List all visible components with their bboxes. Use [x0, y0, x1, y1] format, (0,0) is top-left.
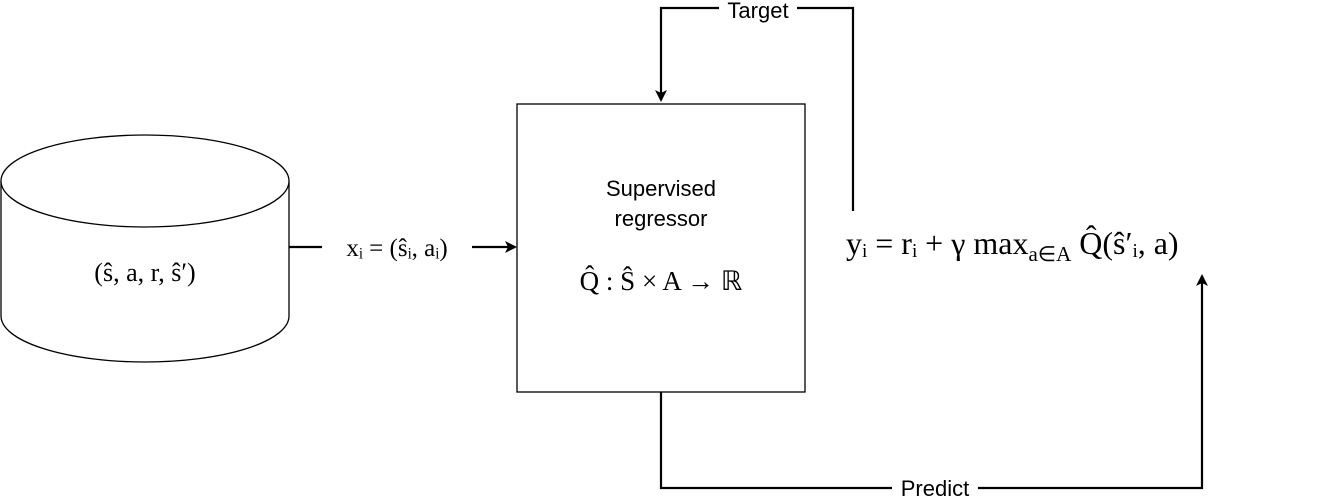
regressor-formula: Q̂ : Ŝ × A → ℝ	[580, 266, 743, 296]
target-formula: yᵢ = rᵢ + γ maxa∈A Q̂(ŝ′ᵢ, a)	[846, 225, 1179, 266]
target-formula-lhs: yᵢ = rᵢ + γ max	[846, 225, 1028, 261]
predict-label-bg	[892, 477, 978, 497]
input-edge-label: xᵢ = (ŝᵢ, aᵢ)	[346, 235, 447, 262]
database-label: (ŝ, a, r, ŝ′)	[94, 258, 195, 287]
target-formula-subscript: a∈A	[1028, 242, 1072, 266]
predict-edge-label: Predict	[901, 476, 969, 497]
supervised-regressor-box	[516, 103, 806, 393]
database-cylinder	[0, 134, 290, 363]
regressor-title-line2: regressor	[615, 206, 708, 231]
regressor-title-line1: Supervised	[606, 176, 716, 201]
target-formula-rhs: Q̂(ŝ′ᵢ, a)	[1071, 225, 1178, 261]
target-edge-label: Target	[727, 0, 788, 23]
target-label-bg	[719, 0, 797, 20]
